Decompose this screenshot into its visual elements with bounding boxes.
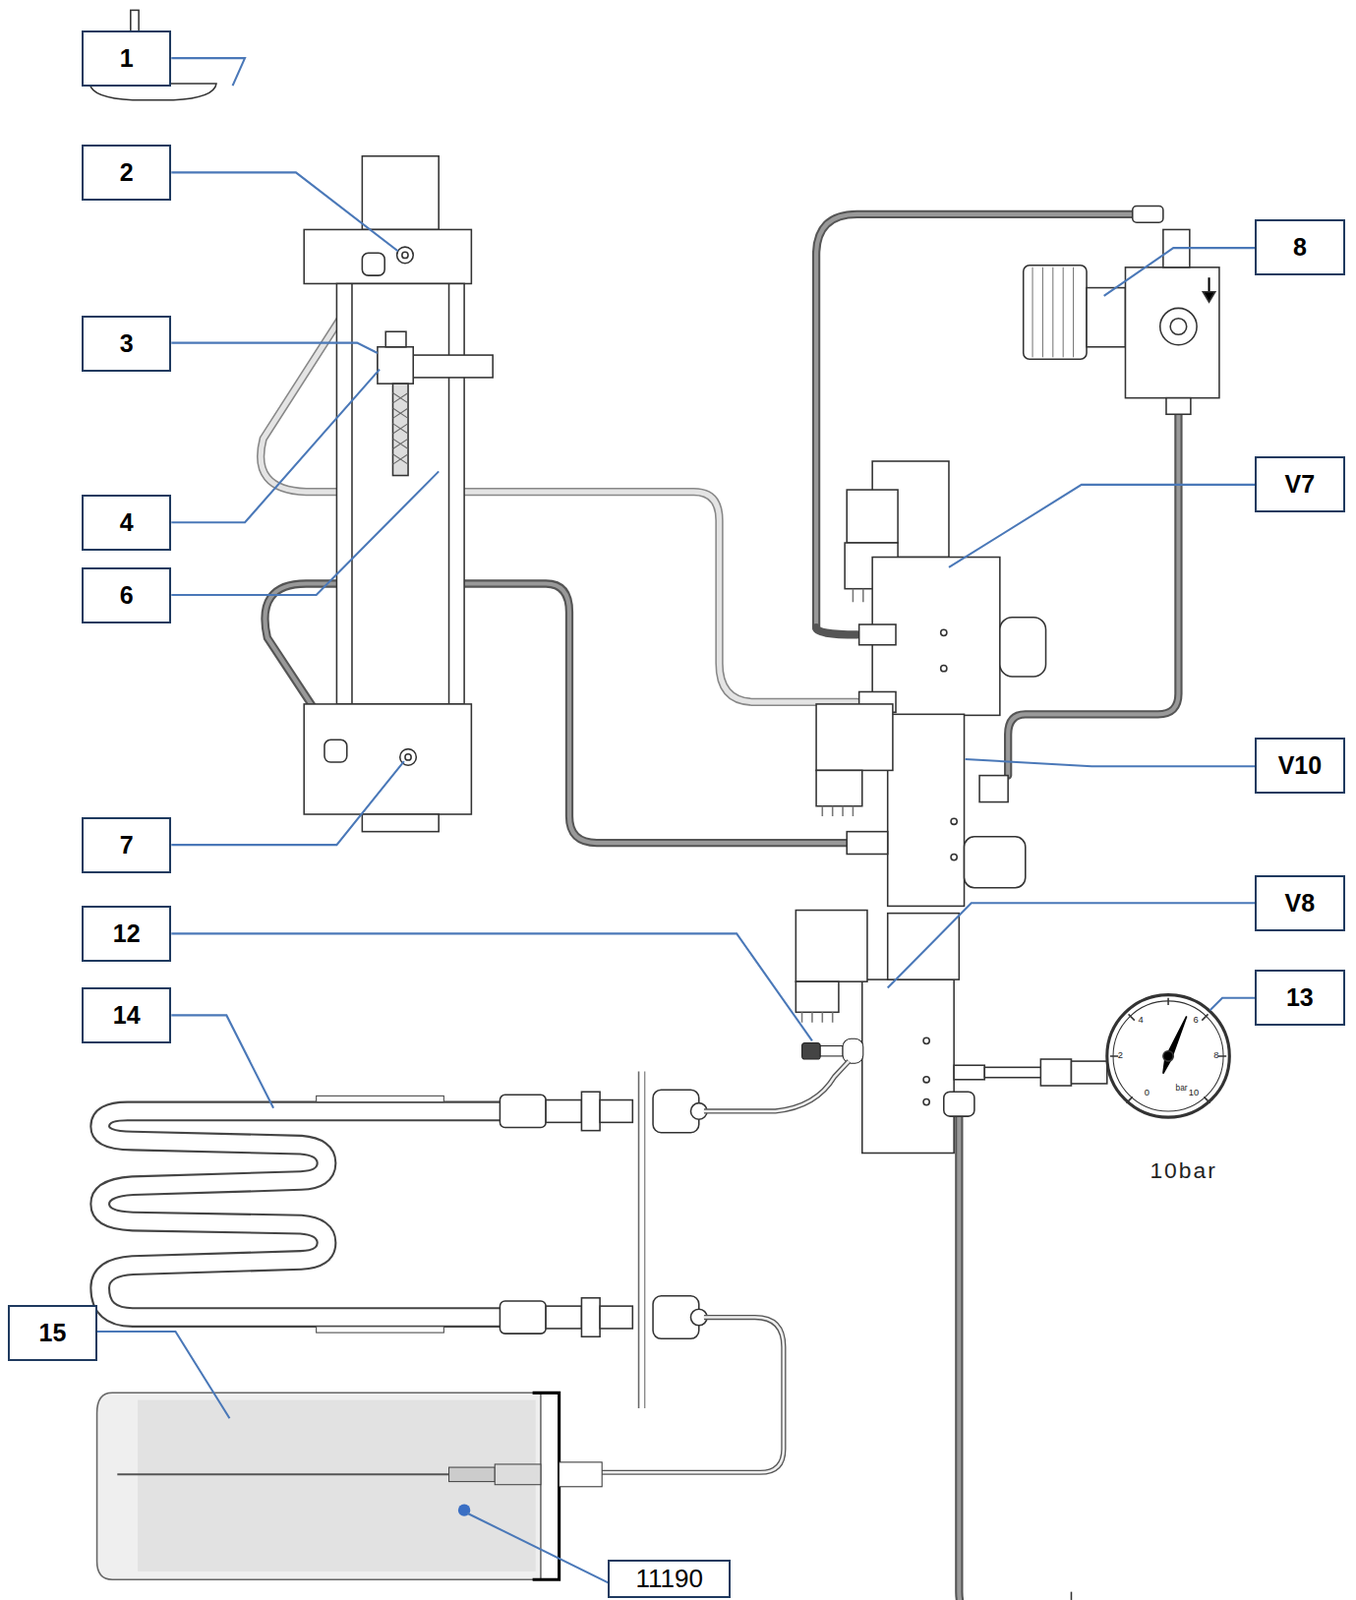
pressure-gauge [943, 995, 1231, 1119]
air-inlet [1009, 1591, 1148, 1600]
callout-box: 3 [81, 315, 172, 372]
callout-box: 14 [81, 987, 172, 1044]
gauge-range: 10bar [1149, 1159, 1217, 1182]
gauge-scale: 10 [1188, 1089, 1199, 1099]
pneumatic-cylinder [89, 9, 493, 831]
callout-number: 14 [113, 1001, 141, 1030]
callout-number: 4 [119, 508, 134, 537]
callout-box: 7 [81, 817, 172, 874]
callout-number: 7 [119, 830, 134, 860]
adjusting-screw [802, 1038, 864, 1063]
callout-number: 6 [119, 581, 134, 610]
callout-box: 1 [81, 30, 172, 87]
callout-box: 8 [1254, 219, 1345, 276]
callout-number: 12 [113, 919, 141, 948]
callout-number: 15 [39, 1318, 67, 1348]
callout-number: V7 [1285, 470, 1316, 499]
callout-number: 2 [119, 158, 134, 187]
callout-box: V7 [1254, 456, 1345, 513]
callout-number: 8 [1293, 233, 1307, 262]
gauge-scale: 6 [1192, 1015, 1198, 1025]
callout-box: 4 [81, 494, 172, 551]
callout-box: V8 [1254, 875, 1345, 932]
callout-box: 15 [7, 1304, 97, 1361]
callout-number: V10 [1278, 751, 1322, 780]
callout-number: 1 [119, 44, 134, 73]
gauge-scale: 0 [1144, 1089, 1150, 1099]
callout-box: 13 [1254, 969, 1345, 1026]
callout-box: 6 [81, 567, 172, 624]
filter-cartridge [97, 1392, 603, 1580]
callout-box: V10 [1254, 737, 1345, 794]
gauge-scale: 8 [1213, 1051, 1219, 1061]
leader-line [97, 58, 1256, 1583]
pressure-regulator [1023, 206, 1220, 415]
callout-number: 3 [119, 329, 134, 358]
callout-number: V8 [1285, 888, 1316, 918]
solenoid-valve [795, 461, 1046, 1153]
callout-box: 12 [81, 905, 172, 962]
callout-box: 2 [81, 144, 172, 201]
callout-number: 13 [1286, 983, 1314, 1012]
callout-number: 11190 [635, 1563, 703, 1594]
gauge-scale: 2 [1118, 1051, 1123, 1061]
gauge-scale: 4 [1137, 1015, 1143, 1025]
callout-box: 11190 [607, 1559, 731, 1598]
gauge-scale: bar [1176, 1083, 1188, 1092]
